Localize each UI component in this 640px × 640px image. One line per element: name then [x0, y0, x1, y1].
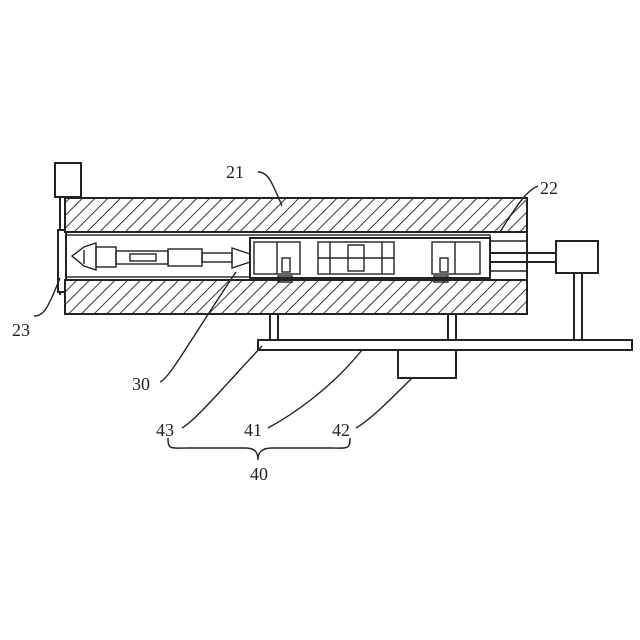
label-40: 40 [250, 464, 268, 484]
label-23: 23 [12, 320, 30, 340]
label-30: 30 [132, 374, 150, 394]
label-43: 43 [156, 420, 174, 440]
label-41: 41 [244, 420, 262, 440]
carriage [250, 238, 490, 282]
label-21: 21 [226, 162, 244, 182]
label-42: 42 [332, 420, 350, 440]
tool-head [72, 243, 250, 270]
support-frame [258, 314, 632, 378]
label-22: 22 [540, 178, 558, 198]
